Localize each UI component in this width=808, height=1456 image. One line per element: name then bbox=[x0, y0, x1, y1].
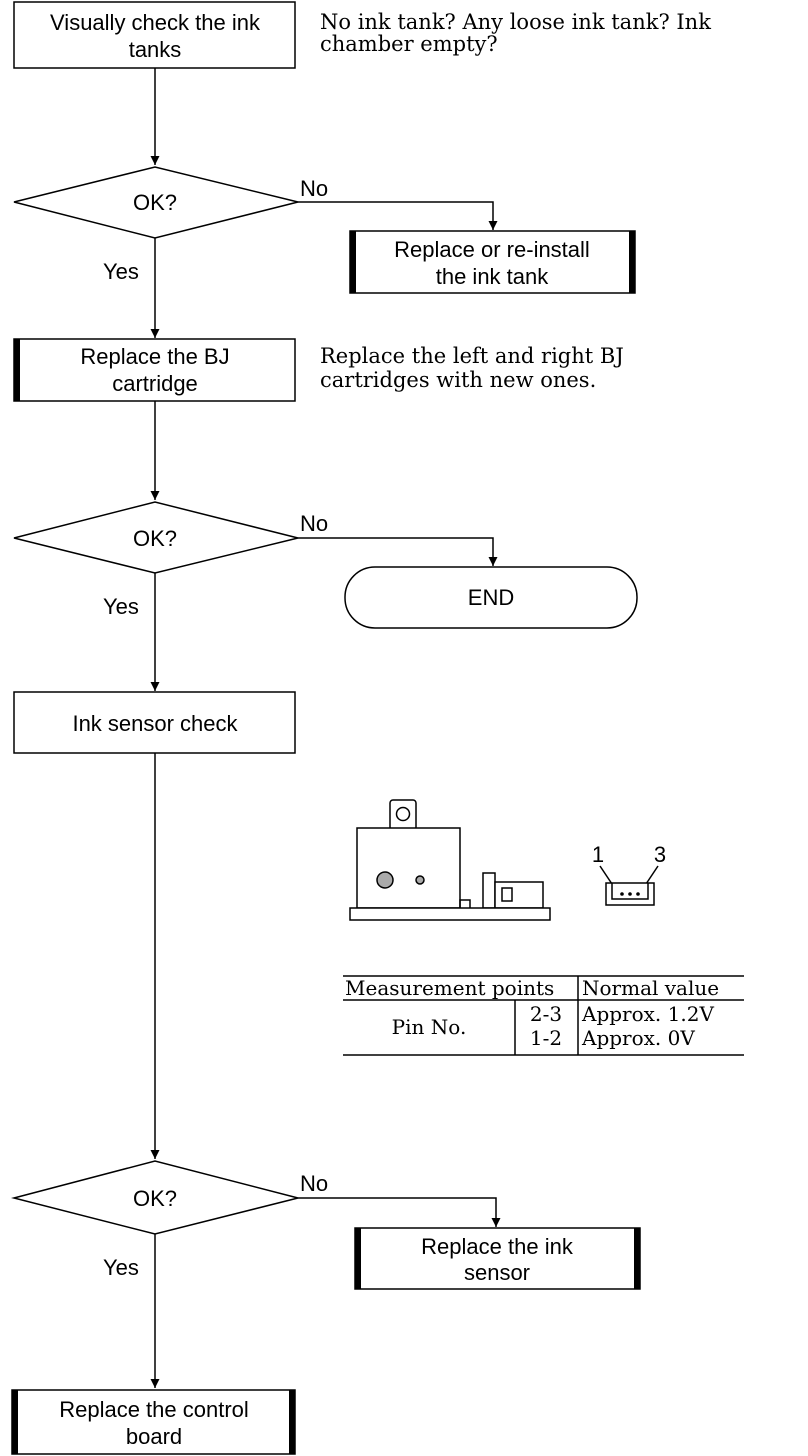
connector-pin-1-label: 1 bbox=[592, 842, 604, 867]
decision-3: OK? bbox=[11, 1160, 299, 1235]
action-replace-ink-sensor: Replace the ink sensor bbox=[354, 1227, 641, 1290]
step-replace-bj-line2: cartridge bbox=[112, 371, 198, 396]
step-sensor-check-label: Ink sensor check bbox=[72, 711, 238, 736]
decision-1-yes-label: Yes bbox=[103, 259, 139, 284]
action-reinstall-line1: Replace or re-install bbox=[394, 237, 590, 262]
decision-3-no-label: No bbox=[300, 1171, 328, 1196]
measurement-table: Measurement points Normal value Pin No. … bbox=[343, 975, 744, 1056]
step-visual-check-line1: Visually check the ink bbox=[50, 10, 261, 35]
note-visual-check-line2: chamber empty? bbox=[320, 32, 498, 56]
table-cell-value-row2: Approx. 0V bbox=[581, 1026, 695, 1050]
note-visual-check-line1: No ink tank? Any loose ink tank? Ink bbox=[320, 10, 711, 34]
table-cell-pins-row2: 1-2 bbox=[530, 1026, 562, 1050]
step-replace-board-line2: board bbox=[126, 1424, 182, 1449]
action-replace-sensor-line2: sensor bbox=[464, 1260, 530, 1285]
step-replace-control-board: Replace the control board bbox=[11, 1389, 296, 1455]
decision-1-label: OK? bbox=[133, 190, 177, 215]
step-replace-board-line1: Replace the control bbox=[59, 1397, 249, 1422]
action-replace-sensor-line1: Replace the ink bbox=[421, 1234, 574, 1259]
table-header-normal-value: Normal value bbox=[582, 976, 719, 1000]
sensor-hole bbox=[376, 871, 394, 889]
decision-3-label: OK? bbox=[133, 1186, 177, 1211]
step-visual-check-line2: tanks bbox=[129, 37, 182, 62]
decision-3-yes-label: Yes bbox=[103, 1255, 139, 1280]
ink-sensor-illustration bbox=[349, 799, 551, 921]
note-replace-bj-line2: cartridges with new ones. bbox=[320, 368, 596, 392]
table-cell-value-row1: Approx. 1.2V bbox=[581, 1002, 714, 1026]
arrow-decision-1-no bbox=[298, 201, 498, 230]
decision-2-no-label: No bbox=[300, 511, 328, 536]
decision-1-no-label: No bbox=[300, 176, 328, 201]
step-ink-sensor-check: Ink sensor check bbox=[13, 691, 296, 754]
table-cell-pins-row1: 2-3 bbox=[530, 1002, 562, 1026]
table-header-measurement-points: Measurement points bbox=[345, 976, 554, 1000]
decision-2: OK? bbox=[13, 501, 299, 574]
decision-2-label: OK? bbox=[133, 526, 177, 551]
note-replace-bj-line1: Replace the left and right BJ bbox=[320, 344, 624, 368]
step-replace-bj-line1: Replace the BJ bbox=[80, 344, 229, 369]
terminal-end-label: END bbox=[468, 585, 514, 610]
arrow-decision-3-no bbox=[298, 1197, 501, 1227]
terminal-end: END bbox=[344, 566, 638, 629]
step-visual-check: Visually check the ink tanks bbox=[13, 1, 296, 69]
connector-illustration: 1 3 bbox=[592, 842, 666, 906]
connector-pin-3-label: 3 bbox=[654, 842, 666, 867]
decision-1: OK? bbox=[13, 166, 299, 239]
arrow-decision-2-no bbox=[298, 537, 498, 566]
step-replace-bj-cartridge: Replace the BJ cartridge bbox=[13, 338, 296, 402]
table-row-label-pin-no: Pin No. bbox=[392, 1015, 467, 1039]
action-reinstall-line2: the ink tank bbox=[436, 264, 550, 289]
action-reinstall-ink-tank: Replace or re-install the ink tank bbox=[349, 230, 636, 294]
decision-2-yes-label: Yes bbox=[103, 594, 139, 619]
